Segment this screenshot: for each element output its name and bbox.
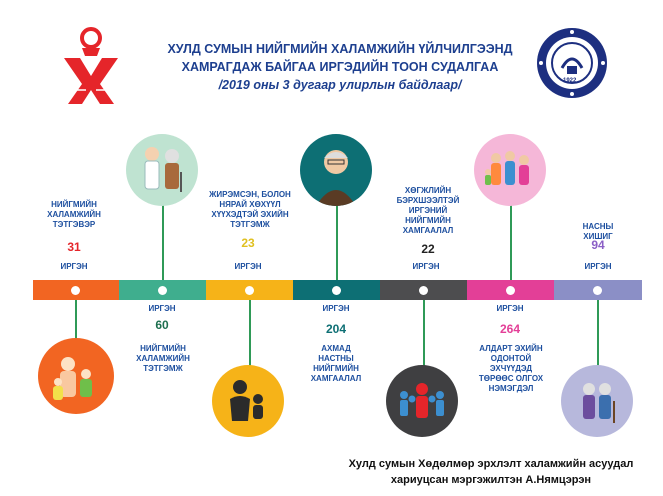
timeline-dot	[332, 286, 341, 295]
connector-line	[249, 300, 251, 370]
elderly-man-icon	[300, 134, 372, 206]
item-2-unit: ИРГЭН	[148, 304, 176, 313]
connector-line	[162, 200, 164, 280]
timeline-dot	[71, 286, 80, 295]
item-6-unit: ИРГЭН	[496, 304, 524, 313]
emblem-year: 1922	[563, 78, 577, 84]
timeline-dot	[245, 286, 254, 295]
item-5-unit: ИРГЭН	[412, 262, 440, 271]
medical-staff-icon	[126, 134, 198, 206]
item-4-unit: ИРГЭН	[322, 304, 350, 313]
connector-line	[597, 300, 599, 370]
footer-line-2: хариуцсан мэргэжилтэн А.Нямцэрэн	[390, 474, 592, 486]
family-icon	[38, 338, 114, 414]
item-3-label: ЖИРЭМСЭН, БОЛОН НЯРАЙ ХӨХҮҮЛ ХҮҮХЭДТЭЙ Э…	[209, 190, 291, 229]
item-1-unit: ИРГЭН	[60, 262, 88, 271]
elderly-couple-icon	[561, 365, 633, 437]
item-1-label: НИЙГМИЙН ХАЛАМЖИЙН ТЭТГЭВЭР	[47, 200, 101, 229]
timeline-dot	[419, 286, 428, 295]
item-2-label: НИЙГМИЙН ХАЛАМЖИЙН ТЭТГЭМЖ	[136, 344, 190, 373]
title-line-1: ХУЛД СУМЫН НИЙГМИЙН ХАЛАМЖИЙН ҮЙЛЧИЛГЭЭН…	[167, 42, 513, 56]
timeline-dot	[593, 286, 602, 295]
item-2-value: 60	[155, 318, 169, 332]
item-3-value: 23	[241, 236, 255, 250]
page-title: ХУЛД СУМЫН НИЙГМИЙН ХАЛАМЖИЙН ҮЙЛЧИЛГЭЭН…	[140, 40, 540, 94]
party-logo-icon	[52, 24, 130, 106]
family-group-icon	[474, 134, 546, 206]
footer-credit: Хулд сумын Хөдөлмөр эрхлэлт халамжийн ас…	[341, 456, 641, 488]
timeline-dot	[158, 286, 167, 295]
timeline-dot	[506, 286, 515, 295]
title-line-2: ХАМРАГДАЖ БАЙГАА ИРГЭДИЙН ТООН СУДАЛГАА	[181, 60, 499, 74]
crowd-icon	[386, 365, 458, 437]
footer-line-1: Хулд сумын Хөдөлмөр эрхлэлт халамжийн ас…	[348, 458, 634, 470]
item-4-value: 204	[325, 322, 347, 336]
item-7-value: 94	[591, 238, 605, 252]
connector-line	[336, 203, 338, 280]
title-subtitle: /2019 оны 3 дугаар улирлын байдлаар/	[218, 78, 462, 92]
item-4-label: АХМАД НАСТНЫ НИЙГМИЙН ХАМГААЛАЛ	[310, 344, 362, 383]
item-1-value: 31	[67, 240, 81, 254]
connector-line	[75, 300, 77, 340]
item-7-unit: ИРГЭН	[584, 262, 612, 271]
item-7-label: НАСНЫ ХИШИГ	[582, 222, 614, 241]
item-5-value: 22	[421, 242, 435, 256]
item-5-label: ХӨГЖЛИЙН БЭРХШЭЭЛТЭЙ ИРГЭНИЙ НИЙГМИЙН ХА…	[396, 186, 460, 235]
connector-line	[510, 200, 512, 280]
item-6-label: АЛДАРТ ЭХИЙН ОДОНТОЙ ЭХЧҮҮДЭД ТӨРӨӨС ОЛГ…	[478, 344, 544, 393]
item-3-unit: ИРГЭН	[234, 262, 262, 271]
university-emblem-icon: 1922	[537, 28, 607, 98]
item-6-value: 264	[499, 322, 521, 336]
mother-child-icon	[212, 365, 284, 437]
connector-line	[423, 300, 425, 370]
